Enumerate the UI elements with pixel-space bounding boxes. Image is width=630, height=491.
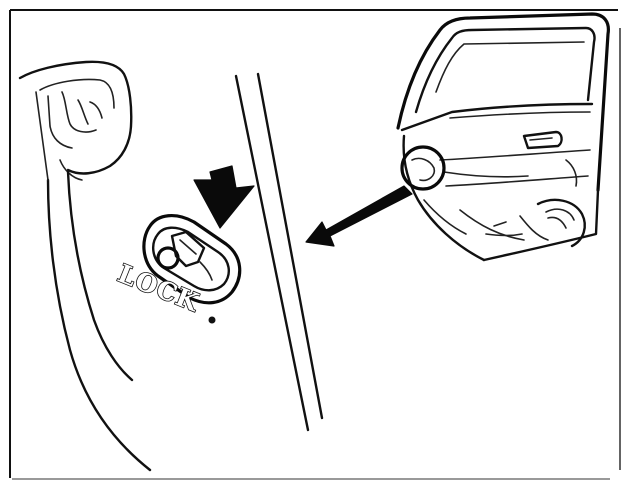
rear-door-overview <box>398 14 608 260</box>
callout-arrow <box>306 186 412 246</box>
door-jamb-lines <box>236 74 322 430</box>
detail-callout-circle <box>402 147 444 189</box>
lock-indicator-dot <box>209 317 216 324</box>
press-arrow <box>194 166 254 228</box>
detail-latch-sketch <box>412 158 434 180</box>
lock-label: LOCK <box>114 259 204 318</box>
